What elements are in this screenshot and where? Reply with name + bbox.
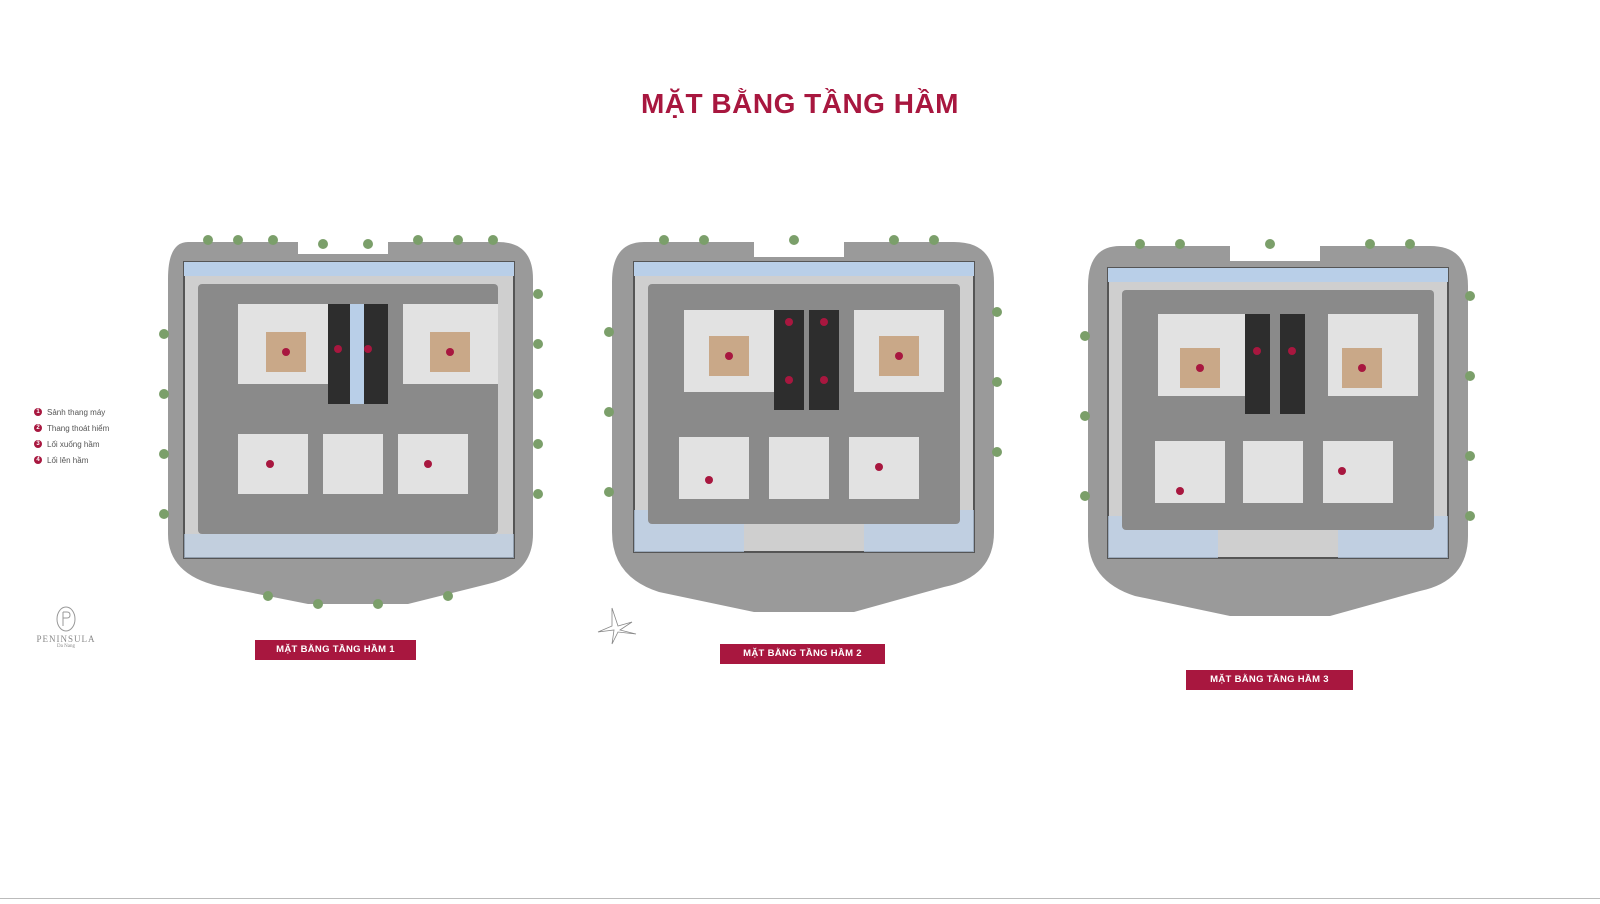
legend-number: 2 [34,424,42,432]
legend-item: 4 Lối lên hầm [34,452,109,468]
compass-icon [597,607,637,645]
legend-label: Lối lên hầm [47,455,89,465]
basement-plan-3 [1080,239,1475,616]
plan-caption-1: MẶT BẰNG TẦNG HẦM 1 [255,640,416,660]
logo-icon [56,606,76,632]
legend-label: Sảnh thang máy [47,407,106,417]
legend-item: 3 Lối xuống hầm [34,436,109,452]
legend: 1 Sảnh thang máy 2 Thang thoát hiểm 3 Lối x… [34,404,109,468]
legend-label: Thang thoát hiểm [47,423,110,433]
legend-label: Lối xuống hầm [47,439,100,449]
legend-item: 2 Thang thoát hiểm [34,420,109,436]
legend-number: 4 [34,456,42,464]
plan-caption-2: MẶT BẰNG TẦNG HẦM 2 [720,644,885,664]
plan-caption-3: MẶT BẰNG TẦNG HẦM 3 [1186,670,1353,690]
page-title: MẶT BẰNG TẦNG HẦM [640,88,960,119]
bottom-divider [0,898,1600,899]
legend-number: 1 [34,408,42,416]
basement-plan-1 [159,235,543,609]
logo-name: PENINSULA [36,634,96,644]
logo-sub: Da Nang [57,644,75,649]
peninsula-logo: PENINSULA Da Nang [30,606,102,649]
legend-number: 3 [34,440,42,448]
legend-item: 1 Sảnh thang máy [34,404,109,420]
basement-plan-2 [604,235,1002,612]
